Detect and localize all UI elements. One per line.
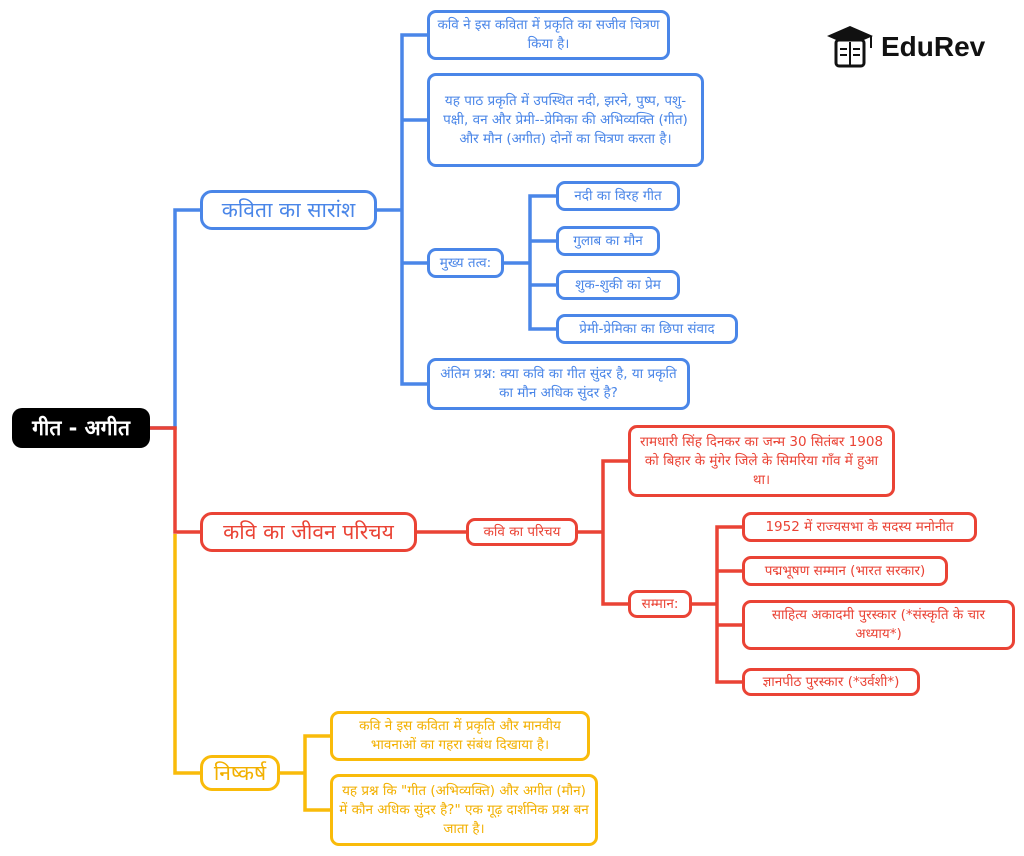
element-item: प्रेमी-प्रेमिका का छिपा संवाद: [556, 314, 738, 344]
honours-node: सम्मान:: [628, 590, 692, 618]
conclusion-item: यह प्रश्न कि "गीत (अभिव्यक्ति) और अगीत (…: [330, 774, 598, 846]
elements-node: मुख्य तत्व:: [427, 248, 504, 278]
summary-node: कविता का सारांश: [200, 190, 377, 230]
summary-item: अंतिम प्रश्न: क्या कवि का गीत सुंदर है, …: [427, 358, 690, 410]
biography-connectors: [150, 426, 742, 684]
honour-item: साहित्य अकादमी पुरस्कार (*संस्कृति के चा…: [742, 600, 1015, 650]
element-item: शुक-शुकी का प्रेम: [556, 270, 680, 300]
conclusion-item: कवि ने इस कविता में प्रकृति और मानवीय भा…: [330, 711, 590, 761]
edurev-logo: EduRev: [825, 24, 985, 70]
summary-item: कवि ने इस कविता में प्रकृति का सजीव चित्…: [427, 10, 670, 60]
biography-node: कवि का जीवन परिचय: [200, 512, 417, 552]
root-node: गीत - अगीत: [12, 408, 150, 448]
honour-item: 1952 में राज्यसभा के सदस्य मनोनीत: [742, 512, 977, 542]
conclusion-connectors: [173, 534, 330, 812]
conclusion-node: निष्कर्ष: [200, 755, 280, 791]
element-item: गुलाब का मौन: [556, 226, 660, 256]
honour-item: पद्मभूषण सम्मान (भारत सरकार): [742, 556, 948, 586]
birth-info: रामधारी सिंह दिनकर का जन्म 30 सितंबर 190…: [628, 425, 895, 497]
element-item: नदी का विरह गीत: [556, 181, 680, 211]
intro-node: कवि का परिचय: [466, 518, 578, 546]
graduation-cap-book-icon: [827, 26, 873, 68]
logo-text: EduRev: [881, 31, 986, 62]
honour-item: ज्ञानपीठ पुरस्कार (*उर्वशी*): [742, 668, 920, 696]
summary-item: यह पाठ प्रकृति में उपस्थित नदी, झरने, पु…: [427, 73, 704, 167]
